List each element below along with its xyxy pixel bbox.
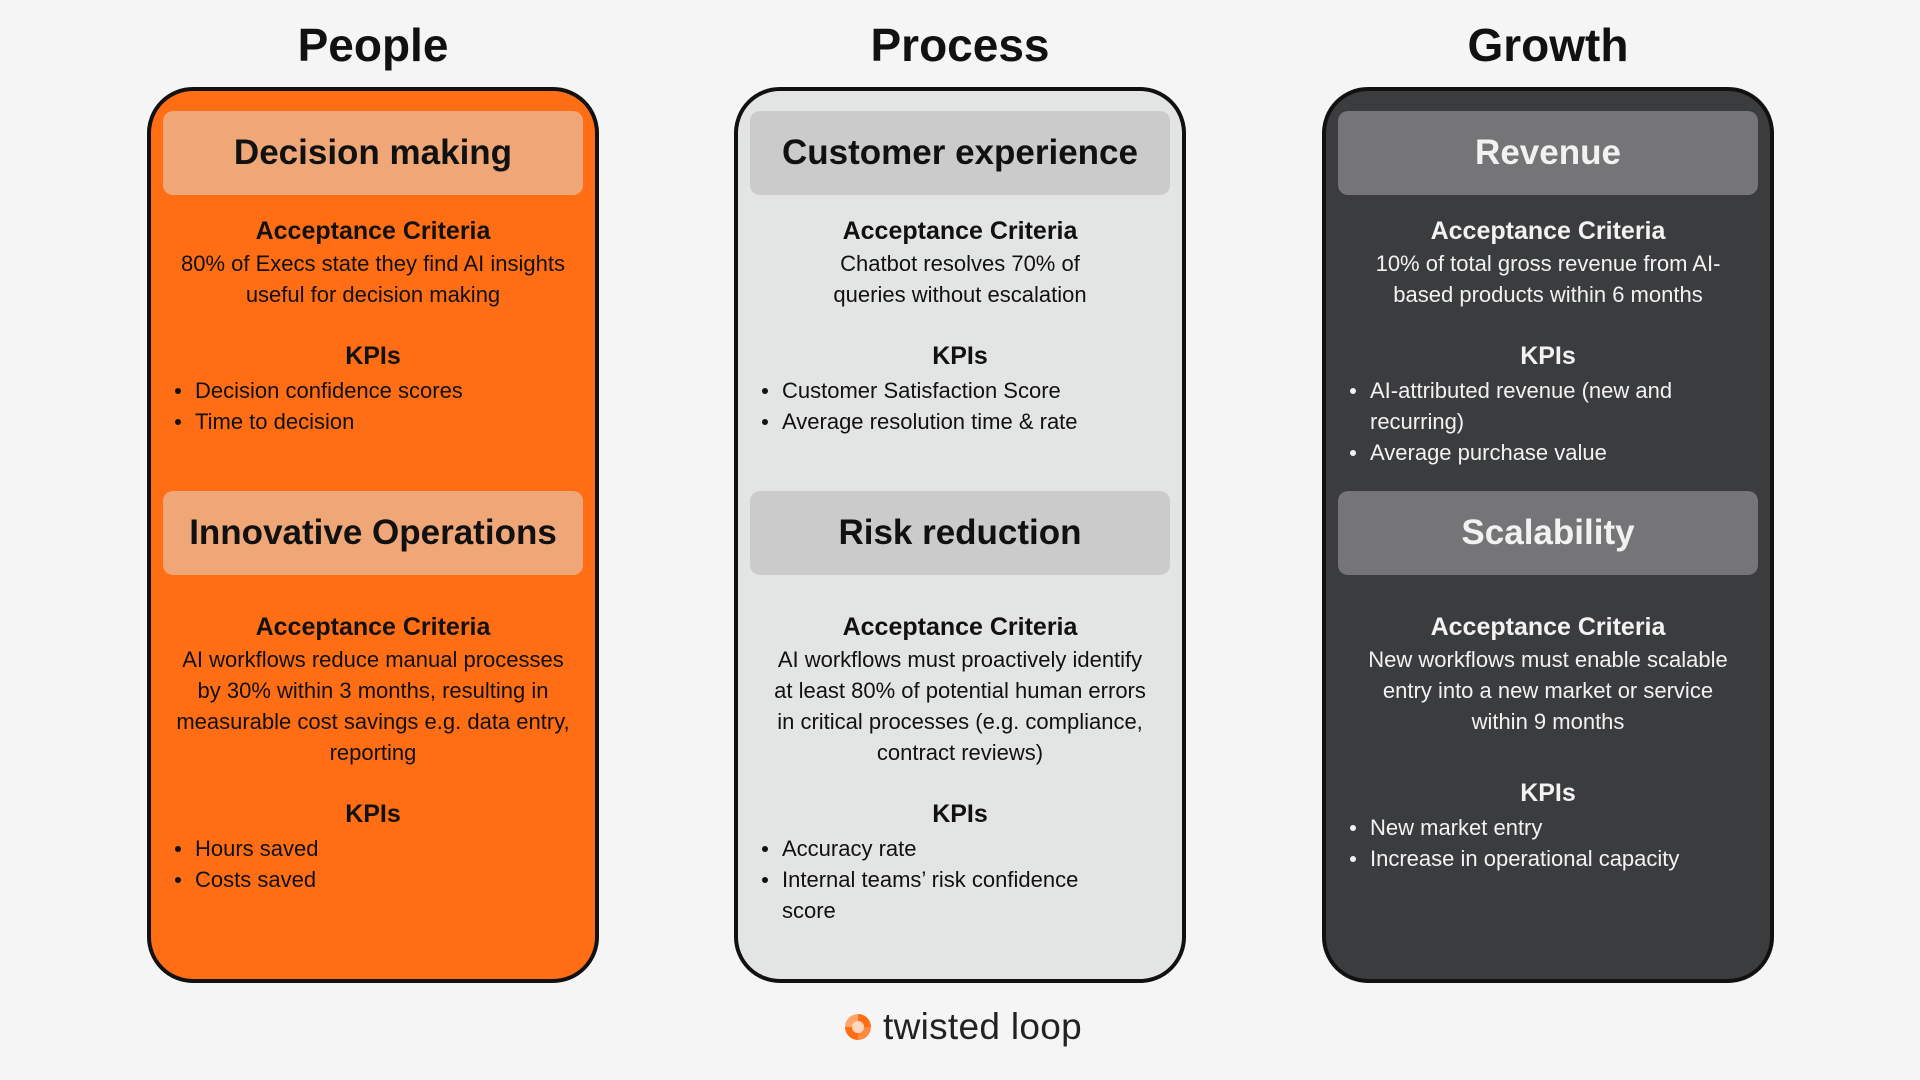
kpi-list: Accuracy rate Internal teams’ risk confi… [738,833,1182,926]
kpi-heading: KPIs [932,342,988,370]
kpi-item: Average resolution time & rate [738,406,1182,437]
kpi-item: Customer Satisfaction Score [738,375,1182,406]
section-header-innovative-operations: Innovative Operations [163,491,583,575]
section-decision-making: Decision making Acceptance Criteria 80% … [151,111,595,437]
acceptance-criteria-heading: Acceptance Criteria [842,613,1078,641]
section-header-revenue: Revenue [1338,111,1758,195]
kpi-list: Customer Satisfaction Score Average reso… [738,375,1182,437]
acceptance-criteria-text: Chatbot resolves 70% of queries without … [833,251,1087,307]
acceptance-criteria: Acceptance Criteria 80% of Execs state t… [151,215,595,310]
kpi-list: New market entry Increase in operational… [1326,812,1770,874]
column-title-people: People [297,19,449,71]
acceptance-criteria-text: AI workflows must proactively identify a… [774,647,1146,765]
kpi-item: Average purchase value [1326,437,1770,468]
acceptance-criteria-heading: Acceptance Criteria [255,613,491,641]
twisted-loop-logo-icon [845,1014,871,1040]
acceptance-criteria: Acceptance Criteria AI workflows reduce … [151,611,595,768]
kpi-item: Internal teams’ risk confidence score [738,864,1152,926]
section-header-risk-reduction: Risk reduction [750,491,1170,575]
acceptance-criteria: Acceptance Criteria New workflows must e… [1326,611,1770,737]
section-header-customer-experience: Customer experience [750,111,1170,195]
acceptance-criteria: Acceptance Criteria 10% of total gross r… [1326,215,1770,310]
section-risk-reduction: Risk reduction Acceptance Criteria AI wo… [738,491,1182,926]
kpi-heading: KPIs [345,342,401,370]
section-customer-experience: Customer experience Acceptance Criteria … [738,111,1182,437]
kpi-block: KPIs [738,798,1182,831]
acceptance-criteria: Acceptance Criteria Chatbot resolves 70%… [738,215,1182,310]
acceptance-criteria-heading: Acceptance Criteria [255,217,491,245]
kpi-item: Decision confidence scores [151,375,595,406]
acceptance-criteria-heading: Acceptance Criteria [1430,217,1666,245]
acceptance-criteria-text: 10% of total gross revenue from AI-based… [1375,251,1721,307]
kpi-heading: KPIs [345,800,401,828]
column-title-process: Process [870,19,1050,71]
section-revenue: Revenue Acceptance Criteria 10% of total… [1326,111,1770,468]
kpi-block: KPIs [738,340,1182,373]
kpi-block: KPIs [1326,777,1770,810]
acceptance-criteria-heading: Acceptance Criteria [1430,613,1666,641]
kpi-block: KPIs [1326,340,1770,373]
kpi-heading: KPIs [1520,342,1576,370]
kpi-list: AI-attributed revenue (new and recurring… [1326,375,1770,468]
kpi-item: New market entry [1326,812,1770,843]
acceptance-criteria-text: New workflows must enable scalable entry… [1368,647,1728,734]
acceptance-criteria-heading: Acceptance Criteria [842,217,1078,245]
acceptance-criteria-text: 80% of Execs state they find AI insights… [181,251,565,307]
section-header-decision-making: Decision making [163,111,583,195]
brand-name: twisted loop [883,1006,1082,1047]
kpi-item: Costs saved [151,864,595,895]
process-card: Customer experience Acceptance Criteria … [734,87,1186,983]
kpi-item: Accuracy rate [738,833,1152,864]
section-header-scalability: Scalability [1338,491,1758,575]
kpi-item: Hours saved [151,833,595,864]
kpi-item: Increase in operational capacity [1326,843,1770,874]
column-title-growth: Growth [1467,19,1629,71]
acceptance-criteria-text: AI workflows reduce manual processes by … [176,647,570,765]
kpi-list: Decision confidence scores Time to decis… [151,375,595,437]
people-card: Decision making Acceptance Criteria 80% … [147,87,599,983]
kpi-item: AI-attributed revenue (new and recurring… [1326,375,1770,437]
kpi-heading: KPIs [1520,779,1576,807]
kpi-item: Time to decision [151,406,595,437]
brand-logo: twisted loop [843,1006,1082,1048]
section-scalability: Scalability Acceptance Criteria New work… [1326,491,1770,874]
growth-card: Revenue Acceptance Criteria 10% of total… [1322,87,1774,983]
section-innovative-operations: Innovative Operations Acceptance Criteri… [151,491,595,895]
acceptance-criteria: Acceptance Criteria AI workflows must pr… [738,611,1182,768]
kpi-block: KPIs [151,798,595,831]
kpi-block: KPIs [151,340,595,373]
kpi-heading: KPIs [932,800,988,828]
kpi-list: Hours saved Costs saved [151,833,595,895]
